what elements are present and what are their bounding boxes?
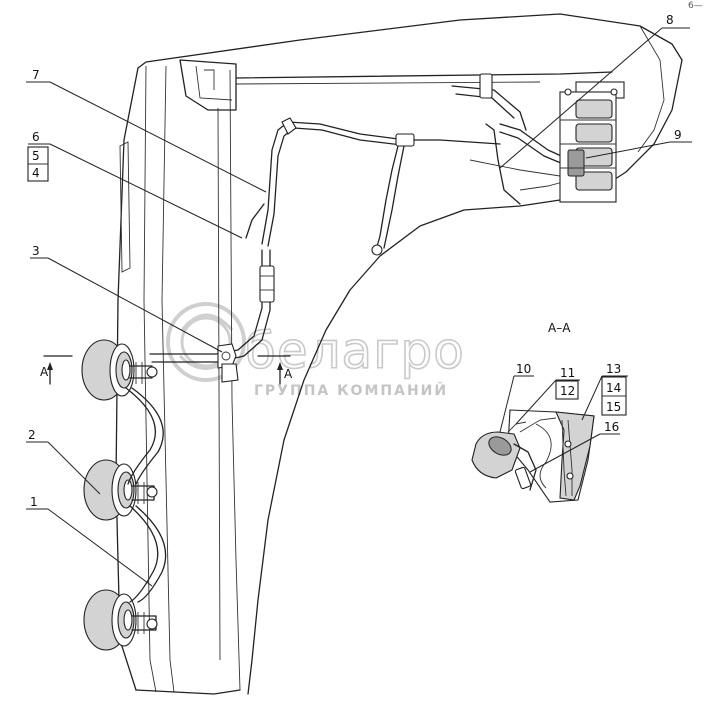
- cable-clip: [479, 73, 493, 99]
- callout-3: 3: [32, 244, 40, 258]
- section-mark-left: А: [40, 355, 73, 385]
- watermark-brand: белагро: [245, 322, 465, 380]
- callout-stack-11-12: [555, 380, 579, 400]
- callout-15: 15: [606, 400, 621, 414]
- callout-2: 2: [28, 428, 36, 442]
- svg-text:А: А: [40, 365, 49, 379]
- callout-stack-4-5-6: [27, 146, 49, 182]
- svg-text:А: А: [284, 367, 293, 381]
- callout-6: 6: [32, 130, 40, 144]
- harness-connector: [395, 133, 415, 147]
- section-title: А–А: [548, 321, 571, 335]
- callout-11: 11: [560, 366, 575, 380]
- callout-9: 9: [674, 128, 682, 142]
- callout-14: 14: [606, 381, 621, 395]
- callout-10: 10: [516, 362, 531, 376]
- section-mark-right: А: [257, 355, 293, 385]
- leader-lines: [26, 27, 692, 587]
- ground-terminal: [371, 244, 383, 256]
- callout-1: 1: [30, 495, 38, 509]
- callout-stack-14-15: [601, 376, 627, 416]
- marker-lamp-top: [81, 339, 158, 401]
- callout-5: 5: [32, 149, 40, 163]
- callout-4: 4: [32, 166, 40, 180]
- callout-7: 7: [32, 68, 40, 82]
- section-lamp: [471, 417, 557, 491]
- callout-12: 12: [560, 384, 575, 398]
- watermark: белагро ГРУППА КОМПАНИЙ: [166, 302, 465, 399]
- switch-block: [559, 81, 625, 203]
- callout-13: 13: [606, 362, 621, 376]
- watermark-subtitle: ГРУППА КОМПАНИЙ: [254, 382, 448, 399]
- harness-clamp: [217, 343, 239, 383]
- callout-labels: 1 2 3 6 5 4 7 8 9 10 11 12 13 14 15 16: [28, 13, 682, 509]
- callout-16: 16: [604, 420, 619, 434]
- corner-mark: 6—: [688, 1, 703, 11]
- marker-lamp-middle: [83, 459, 158, 521]
- callout-8: 8: [666, 13, 674, 27]
- lamp-wires: [125, 387, 167, 603]
- section-detail-view: А–А: [471, 321, 595, 503]
- wire-harness: [149, 73, 571, 363]
- marker-lamp-bottom: [83, 589, 158, 651]
- harness-sleeve: [259, 265, 275, 303]
